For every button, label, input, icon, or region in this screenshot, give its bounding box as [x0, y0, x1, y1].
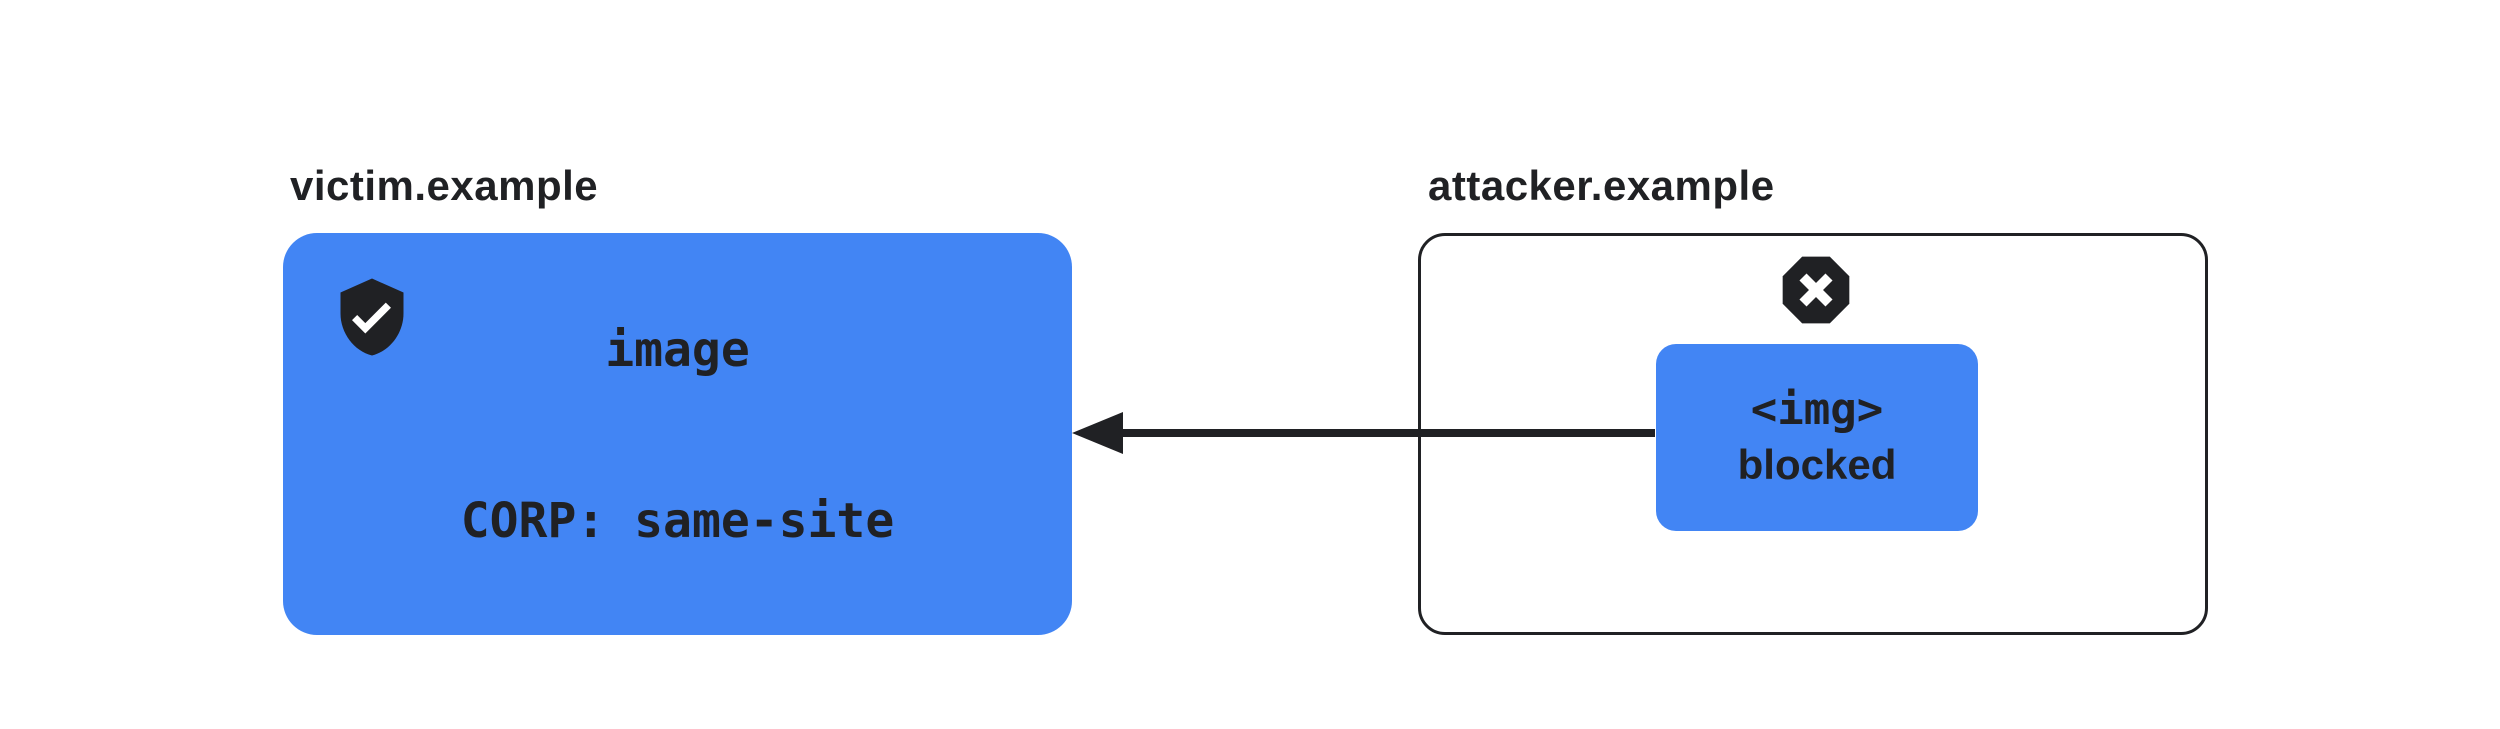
img-request-box: <img> blocked [1656, 344, 1978, 531]
img-tag-label: <img> [1750, 383, 1884, 435]
attacker-page-box: <img> blocked [1418, 233, 2208, 635]
victim-resource-line2: CORP: same-site [460, 493, 895, 549]
blocked-x-octagon-icon [1782, 256, 1850, 324]
victim-resource-line1: image [605, 322, 750, 378]
victim-resource-text: image CORP: same-site [461, 208, 894, 664]
blocked-label: blocked [1737, 440, 1897, 488]
victim-domain-label: victim.example [290, 162, 599, 209]
shield-check-icon [340, 278, 404, 356]
victim-resource-box: image CORP: same-site [283, 233, 1072, 635]
attacker-domain-label: attacker.example [1428, 162, 1775, 209]
